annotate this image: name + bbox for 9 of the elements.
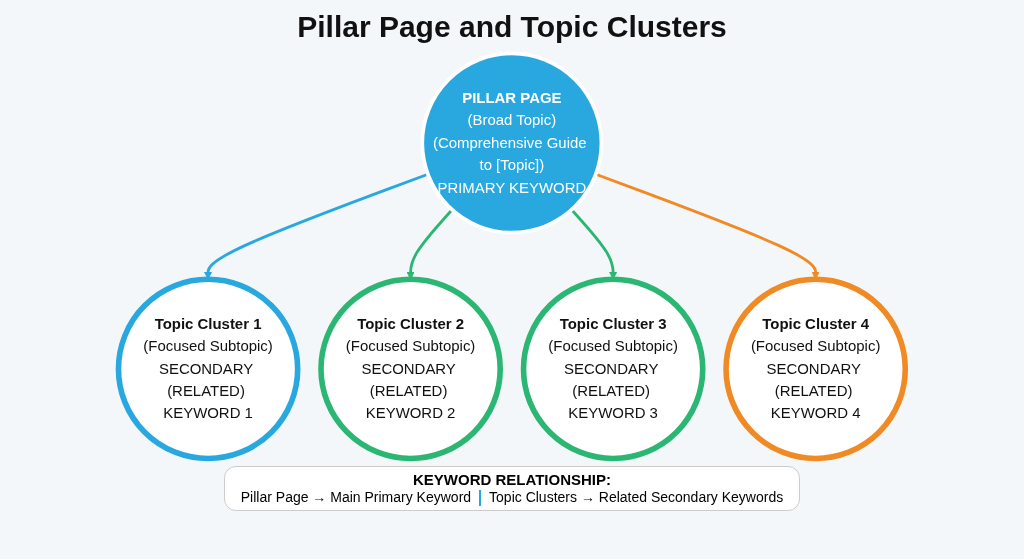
note-heading: KEYWORD RELATIONSHIP:	[412, 471, 612, 488]
note-text: Topic Clusters → Related Secondary Keywords	[489, 489, 784, 505]
node-circle: Topic Cluster 4 (Focused Subtopic) SECONDARY (RELATED) KEYWORD 4	[723, 276, 909, 462]
title: Pillar Page and Topic Clusters	[297, 10, 727, 44]
node-circle: Topic Cluster 3 (Focused Subtopic) SECONDARY (RELATED) KEYWORD 3	[520, 276, 706, 462]
node-circle: Topic Cluster 1 (Focused Subtopic) SECONDARY (RELATED) KEYWORD 1	[115, 276, 301, 462]
note-text: Pillar Page → Main Primary Keyword	[240, 489, 472, 505]
node-circle: PILLAR PAGE (Broad Topic) (Comprehensive Guide to [Topic]) PRIMARY KEYWORD	[420, 51, 604, 235]
node-circle: Topic Cluster 2 (Focused Subtopic) SECONDARY (RELATED) KEYWORD 2	[318, 276, 504, 462]
